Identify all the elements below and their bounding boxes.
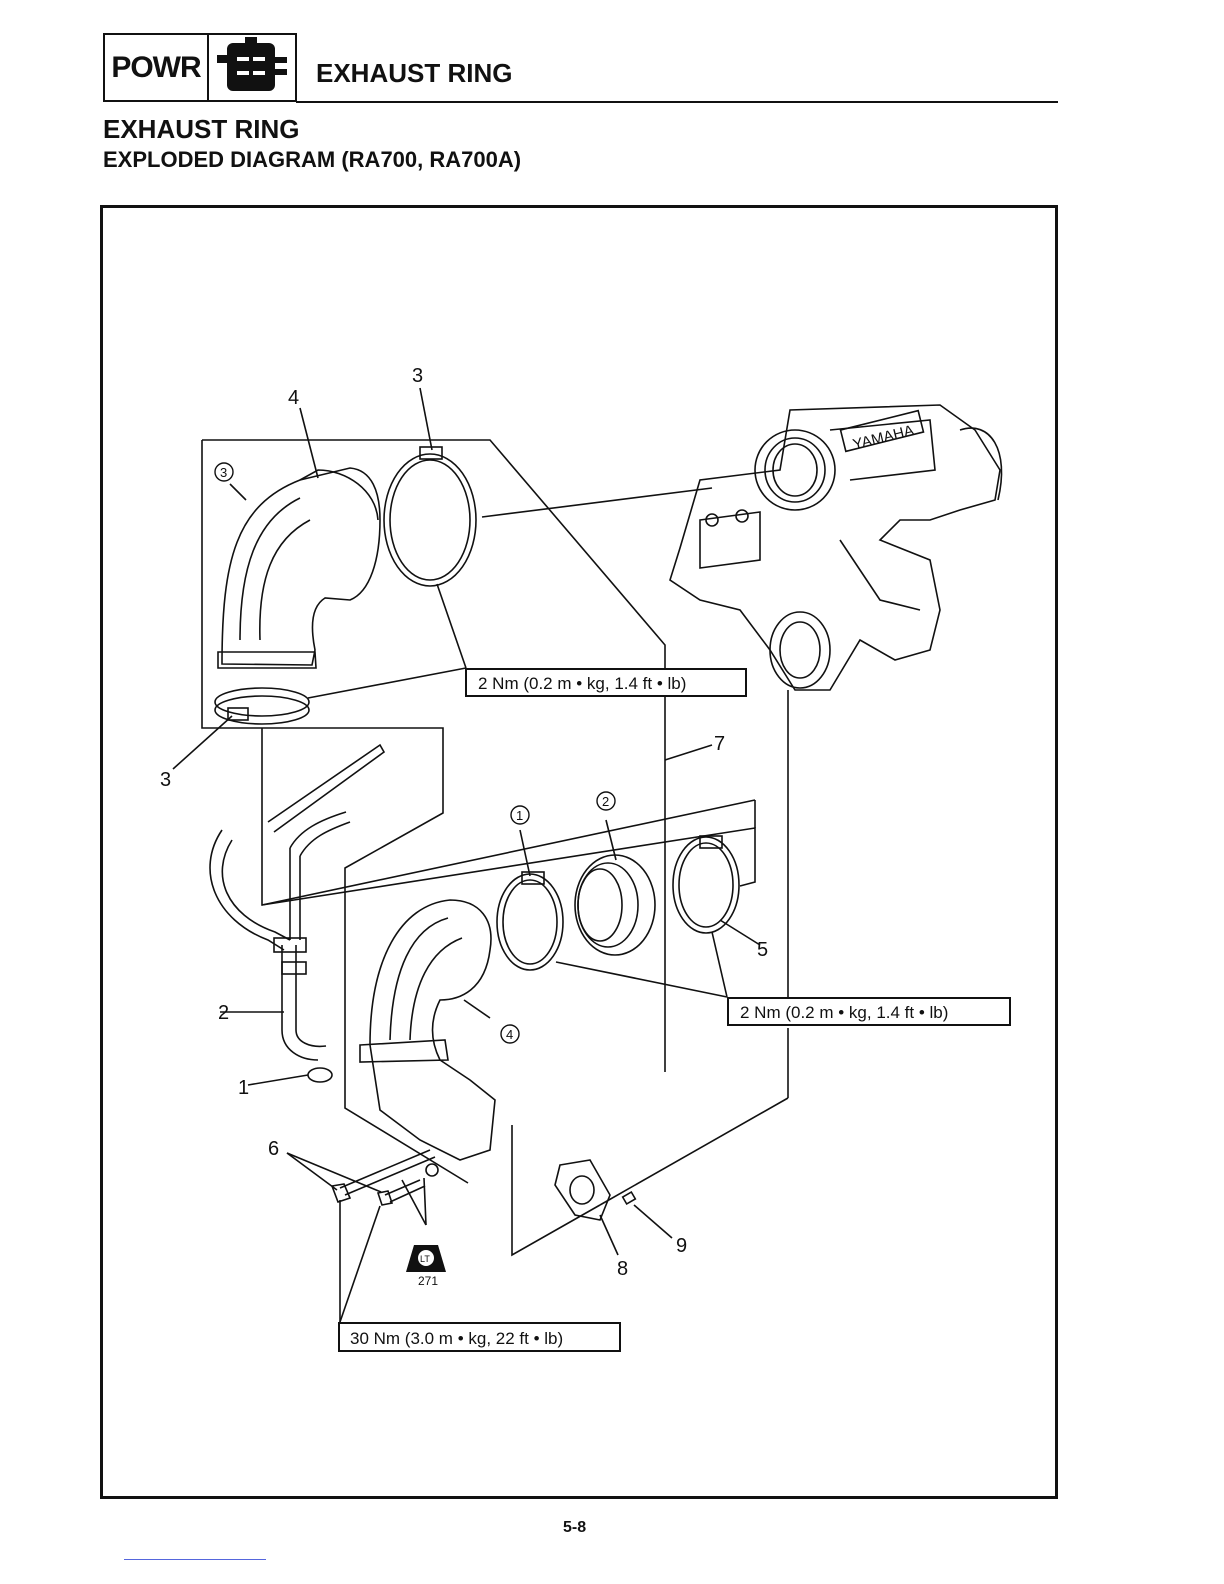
footer-rule <box>124 1559 266 1560</box>
page-number: 5-8 <box>563 1519 586 1537</box>
callout-5: 5 <box>757 939 768 961</box>
group-outline-upper <box>202 440 262 728</box>
callout-3-upper: 3 <box>412 365 423 387</box>
callout-9: 9 <box>676 1235 687 1257</box>
group-outline-right <box>202 440 665 1072</box>
torque-spec-lower: 30 Nm (3.0 m • kg, 22 ft • lb) <box>350 1329 563 1348</box>
rubber-sleeve-2 <box>575 855 655 955</box>
torque-spec-box-middle: 2 Nm (0.2 m • kg, 1.4 ft • lb) <box>728 998 1010 1025</box>
hose-clamp-5 <box>673 837 739 933</box>
clamp-1 <box>497 874 563 970</box>
torque-spec-upper: 2 Nm (0.2 m • kg, 1.4 ft • lb) <box>478 674 686 693</box>
locktite-number: 271 <box>418 1274 438 1288</box>
gasket-8 <box>555 1160 610 1220</box>
torque-spec-box-upper: 2 Nm (0.2 m • kg, 1.4 ft • lb) <box>466 669 746 696</box>
callout-3-lower: 3 <box>160 769 171 791</box>
torque-spec-box-lower: 30 Nm (3.0 m • kg, 22 ft • lb) <box>339 1323 620 1351</box>
hose-clip-1 <box>308 1068 332 1082</box>
callout-7: 7 <box>714 733 725 755</box>
exhaust-elbow-upper <box>218 468 380 668</box>
callout-6: 6 <box>268 1138 279 1160</box>
locktite-badge-text: LT <box>420 1254 430 1264</box>
callout-4: 4 <box>288 387 299 409</box>
circled-callout-2: 2 <box>602 794 609 809</box>
callout-8: 8 <box>617 1258 628 1280</box>
callout-2: 2 <box>218 1002 229 1024</box>
circled-callout-1: 1 <box>516 808 523 823</box>
exhaust-elbow-lower <box>360 900 495 1160</box>
callout-1: 1 <box>238 1077 249 1099</box>
torque-spec-middle: 2 Nm (0.2 m • kg, 1.4 ft • lb) <box>740 1003 948 1022</box>
circled-callout-4: 4 <box>506 1027 513 1042</box>
circled-callout-3: 3 <box>220 465 227 480</box>
hose-clamp-upper <box>384 454 476 586</box>
engine-exhaust-manifold <box>670 405 1002 690</box>
dowel-pin-9 <box>623 1192 636 1204</box>
